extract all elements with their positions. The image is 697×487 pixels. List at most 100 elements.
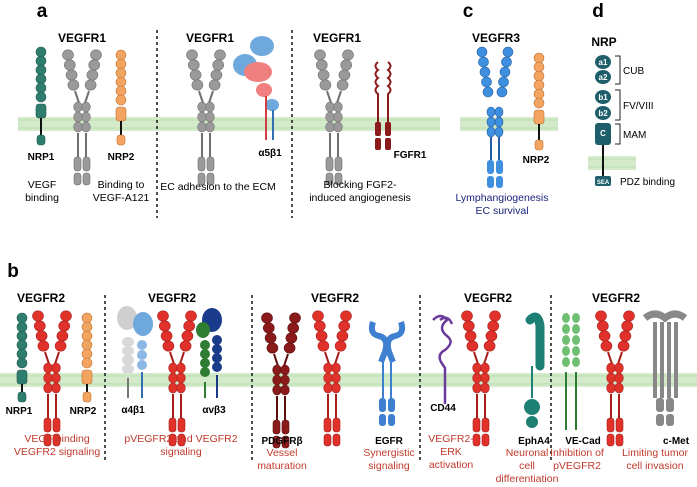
vegfr2-receptor — [461, 310, 501, 447]
domain-a2 — [595, 70, 611, 84]
kinase-domain — [334, 172, 343, 186]
receptor-label: VEGFR2 — [148, 291, 196, 305]
caption: EC adhesion to the ECM — [160, 181, 276, 193]
ig-domain — [280, 374, 290, 386]
ig-domain — [64, 59, 76, 71]
domain — [16, 312, 28, 324]
pdgfrb-receptor — [261, 312, 301, 449]
linker — [283, 353, 289, 367]
domain — [35, 64, 47, 76]
panel-label-b: b — [7, 261, 19, 282]
domain — [16, 321, 28, 333]
ig-domain — [606, 372, 616, 384]
kinase-domain — [385, 138, 391, 150]
ig-domain — [51, 372, 61, 384]
ig-domain — [606, 362, 616, 374]
caption: pVEGFR2 and VEGFR2 — [124, 433, 237, 445]
ig-domain — [485, 330, 498, 342]
ig-domain — [494, 126, 504, 138]
kinase-domain — [168, 433, 177, 447]
linker — [273, 353, 279, 367]
ig-domain — [210, 69, 223, 81]
domain-label: b2 — [598, 109, 608, 118]
vegfr1-receptor — [186, 49, 226, 186]
cadherin-domain — [562, 357, 570, 367]
ig-domain — [261, 312, 273, 324]
ig-domain — [176, 362, 186, 374]
integrin-domain — [212, 344, 222, 354]
caption: differentiation — [496, 473, 559, 485]
linker — [44, 351, 50, 365]
ig-domain — [189, 69, 202, 81]
cadherin-domain — [572, 313, 580, 323]
ig-domain — [73, 101, 83, 113]
kinase-domain — [323, 433, 332, 447]
linker — [483, 351, 489, 365]
kinase-domain — [656, 398, 664, 412]
integrin-domain — [200, 349, 210, 359]
caption: cell — [519, 460, 535, 472]
ig-domain — [487, 320, 500, 332]
ig-domain — [168, 382, 178, 394]
kinase-domain — [332, 433, 341, 447]
ig-domain — [73, 111, 83, 123]
fgfr-chain — [374, 61, 380, 122]
vegfr2-receptor — [595, 310, 635, 447]
nrp2-label: NRP2 — [108, 152, 135, 163]
ig-domain — [58, 320, 70, 332]
ig-domain — [486, 106, 496, 118]
ig-domain — [325, 121, 335, 133]
caption: Inhibition of — [550, 447, 604, 459]
integrin-label: αvβ3 — [202, 405, 226, 416]
nrp1-label: NRP1 — [6, 406, 33, 417]
kinase-domain — [666, 414, 674, 426]
cadherin-domain — [572, 357, 580, 367]
ig-domain — [331, 362, 341, 374]
ig-domain — [181, 330, 194, 342]
linker — [324, 351, 330, 365]
ig-domain — [621, 320, 634, 332]
ig-domain — [67, 79, 80, 91]
domain — [16, 348, 28, 360]
ig-domain — [338, 320, 351, 332]
ig-domain — [498, 76, 509, 88]
cadherin-domain — [572, 335, 580, 345]
caption: maturation — [257, 460, 307, 472]
domain — [35, 73, 47, 85]
cyto-domain — [116, 134, 126, 146]
ig-domain — [179, 340, 192, 352]
integrin-beta1 — [250, 36, 274, 56]
ig-domain — [595, 310, 607, 322]
kinase-domain — [43, 417, 52, 433]
nrp1 — [35, 46, 47, 146]
kinase-domain — [496, 176, 503, 188]
cadherin-domain — [562, 324, 570, 334]
domain — [35, 55, 47, 67]
linker — [334, 351, 340, 365]
ig-domain — [35, 330, 48, 342]
ig-domain — [340, 310, 352, 322]
ig-domain — [606, 382, 616, 394]
cyto-domain — [36, 134, 46, 146]
ig-domain — [214, 49, 226, 61]
cadherin-domain — [562, 335, 570, 345]
egfr-receptor — [368, 321, 406, 426]
caption: induced angiogenesis — [309, 192, 411, 204]
ig-domain — [43, 362, 53, 374]
cd44-chain — [432, 314, 452, 404]
kinase-domain — [375, 138, 381, 150]
panel-label-a: a — [37, 1, 48, 22]
ig-domain — [486, 116, 496, 128]
caption: Blocking FGF2- — [324, 179, 397, 191]
ig-domain — [496, 86, 508, 98]
integrin-alpha4 — [117, 306, 137, 330]
cyto-domain — [17, 391, 27, 403]
linker — [179, 351, 185, 365]
ig-domain — [486, 126, 496, 138]
kinase-domain — [73, 172, 82, 186]
ig-domain — [461, 310, 473, 322]
ig-domain — [159, 320, 171, 332]
domain-b2 — [595, 106, 611, 120]
ig-domain — [333, 101, 343, 113]
fgfr1-receptor — [374, 61, 392, 150]
